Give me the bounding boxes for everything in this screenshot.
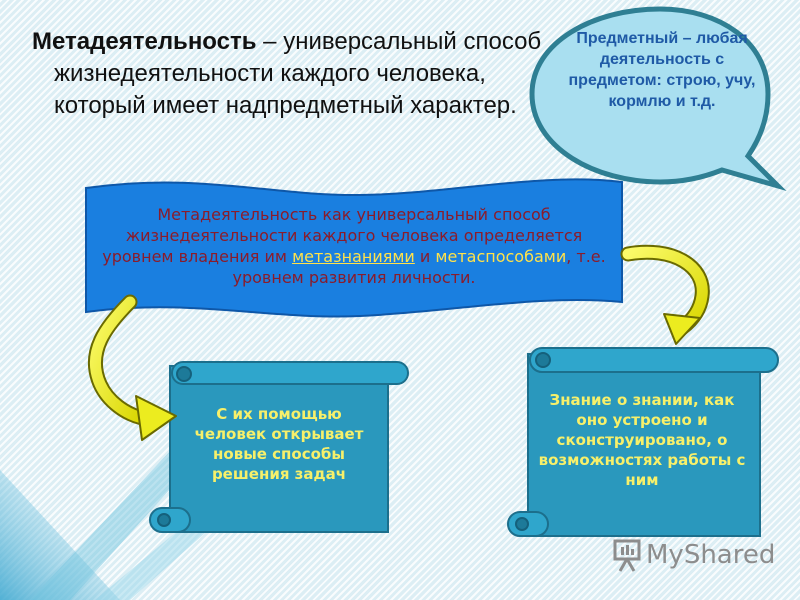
intro-definition-text: – универсальный способ жизнедеятельности…: [54, 28, 542, 119]
watermark-logo: MyShared: [612, 538, 775, 572]
scroll-right-shape: [507, 347, 779, 537]
intro-term: Метадеятельность: [32, 28, 257, 55]
curved-arrow-right: [620, 244, 710, 345]
background-streak: [0, 470, 120, 600]
curved-arrow-left: [88, 294, 177, 441]
speech-bubble: [529, 6, 787, 192]
speech-bubble-text: Предметный – любая деятельность с предме…: [568, 30, 756, 110]
banner-text-part3: , т.е. уровнем развития личности.: [232, 247, 606, 287]
presentation-board-icon: [613, 539, 641, 572]
scroll-right-text: Знание о знании, как оно устроено и скон…: [538, 391, 746, 489]
scroll-left-text: С их помощью человек открывает новые спо…: [194, 405, 364, 483]
banner-highlight-metamethods: метаспособами: [435, 247, 567, 266]
banner-highlight-metaknowledge: метазнаниями: [292, 247, 415, 266]
banner-text-part2: и: [414, 247, 436, 266]
background-streak: [30, 430, 210, 600]
intro-definition: Метадеятельность – универсальный способ …: [32, 26, 574, 122]
scroll-left-shape: [149, 361, 409, 533]
watermark-text: MyShared: [646, 540, 776, 570]
banner-shape: [85, 178, 623, 318]
banner-text: Метадеятельность как универсальный спосо…: [96, 204, 612, 288]
banner-text-part1: Метадеятельность как универсальный спосо…: [102, 205, 583, 266]
